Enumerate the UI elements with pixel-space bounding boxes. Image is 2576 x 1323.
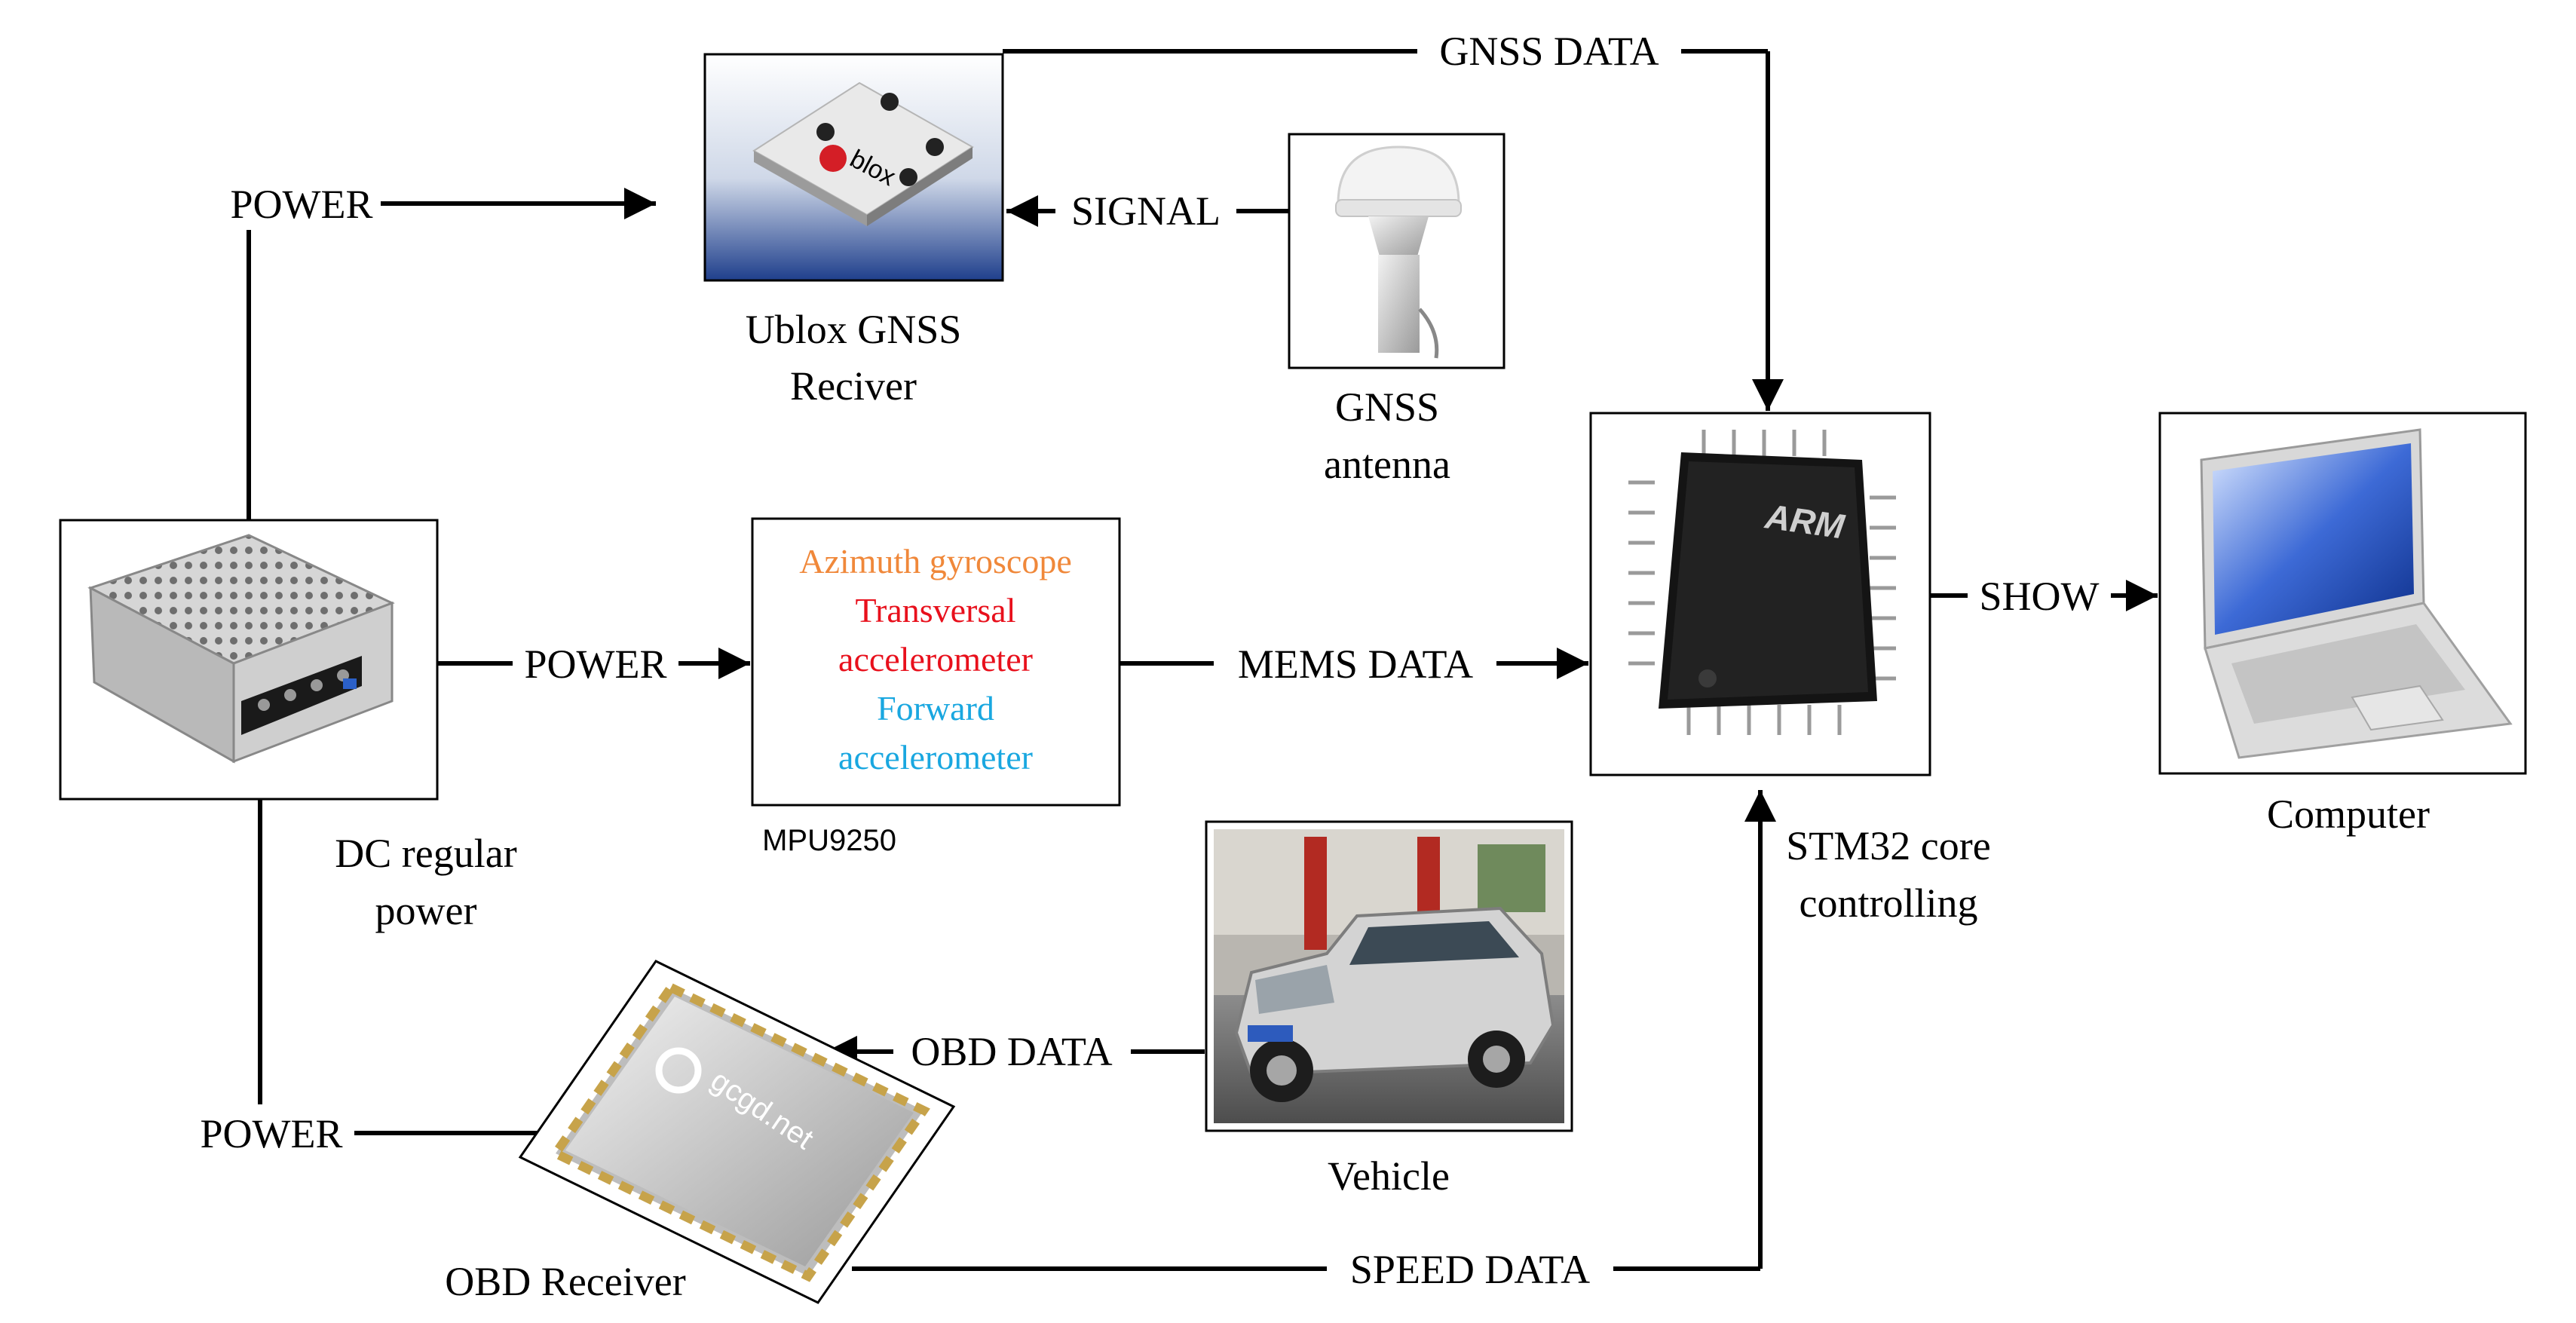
gnss-receiver-label-2: Reciver (790, 363, 917, 409)
vehicle-photo (1214, 829, 1564, 1123)
edge-labels: GNSS DATA POWER SIGNAL POWER MEMS DATA S… (201, 29, 2100, 1292)
stm32-label-1: STM32 core (1786, 823, 1990, 868)
mpu-transversal-accel-text: accelerometer (838, 640, 1033, 678)
node-vehicle: Vehicle (1205, 820, 1573, 1199)
label-show: SHOW (1980, 574, 2100, 619)
node-gnss-receiver: blox Ublox GNSS Reciver (703, 53, 1004, 409)
mpu9250-frame (751, 517, 1121, 807)
mpu9250-label: MPU9250 (762, 824, 896, 857)
label-speed-data: SPEED DATA (1350, 1247, 1590, 1292)
connectors (247, 49, 2158, 1271)
obd-module-icon: gcgd.net (549, 982, 930, 1282)
node-obd-receiver: gcgd.net OBD Receiver (445, 960, 956, 1304)
gnss-antenna-label-1: GNSS (1335, 384, 1439, 430)
mpu-forward-accel-text: accelerometer (838, 738, 1033, 776)
label-power-top: POWER (231, 182, 373, 227)
gnss-antenna-label-2: antenna (1324, 442, 1450, 487)
mpu-forward-text: Forward (877, 689, 994, 727)
node-computer: Computer (2158, 412, 2527, 837)
laptop-icon (2200, 428, 2513, 759)
label-gnss-data: GNSS DATA (1439, 29, 1659, 74)
node-stm32: ARM STM32 core controlling (1589, 412, 1991, 926)
gnss-receiver-label-1: Ublox GNSS (746, 307, 962, 352)
label-power-mid: POWER (525, 642, 667, 687)
label-obd-data: OBD DATA (911, 1029, 1112, 1074)
mpu-gyro-text: Azimuth gyroscope (799, 542, 1072, 580)
mpu-transversal-text: Transversal (856, 591, 1016, 629)
dc-power-label-1: DC regular (335, 831, 516, 876)
gnss-chip-icon: blox (752, 81, 974, 226)
dc-power-label-2: power (375, 888, 477, 933)
label-mems-data: MEMS DATA (1238, 642, 1473, 687)
node-gnss-antenna: GNSS antenna (1288, 133, 1505, 487)
node-dc-power: DC regular power (59, 519, 517, 933)
power-supply-icon (87, 534, 395, 764)
stm32-label-2: controlling (1800, 880, 1978, 926)
label-power-bottom: POWER (201, 1111, 343, 1156)
node-mpu9250: Azimuth gyroscope Transversal accelerome… (751, 517, 1121, 857)
obd-receiver-label: OBD Receiver (445, 1259, 685, 1304)
label-signal: SIGNAL (1071, 188, 1221, 234)
computer-label: Computer (2267, 792, 2430, 837)
antenna-icon (1335, 145, 1462, 359)
stm32-chip-icon: ARM (1628, 430, 1896, 735)
vehicle-label: Vehicle (1328, 1153, 1450, 1199)
